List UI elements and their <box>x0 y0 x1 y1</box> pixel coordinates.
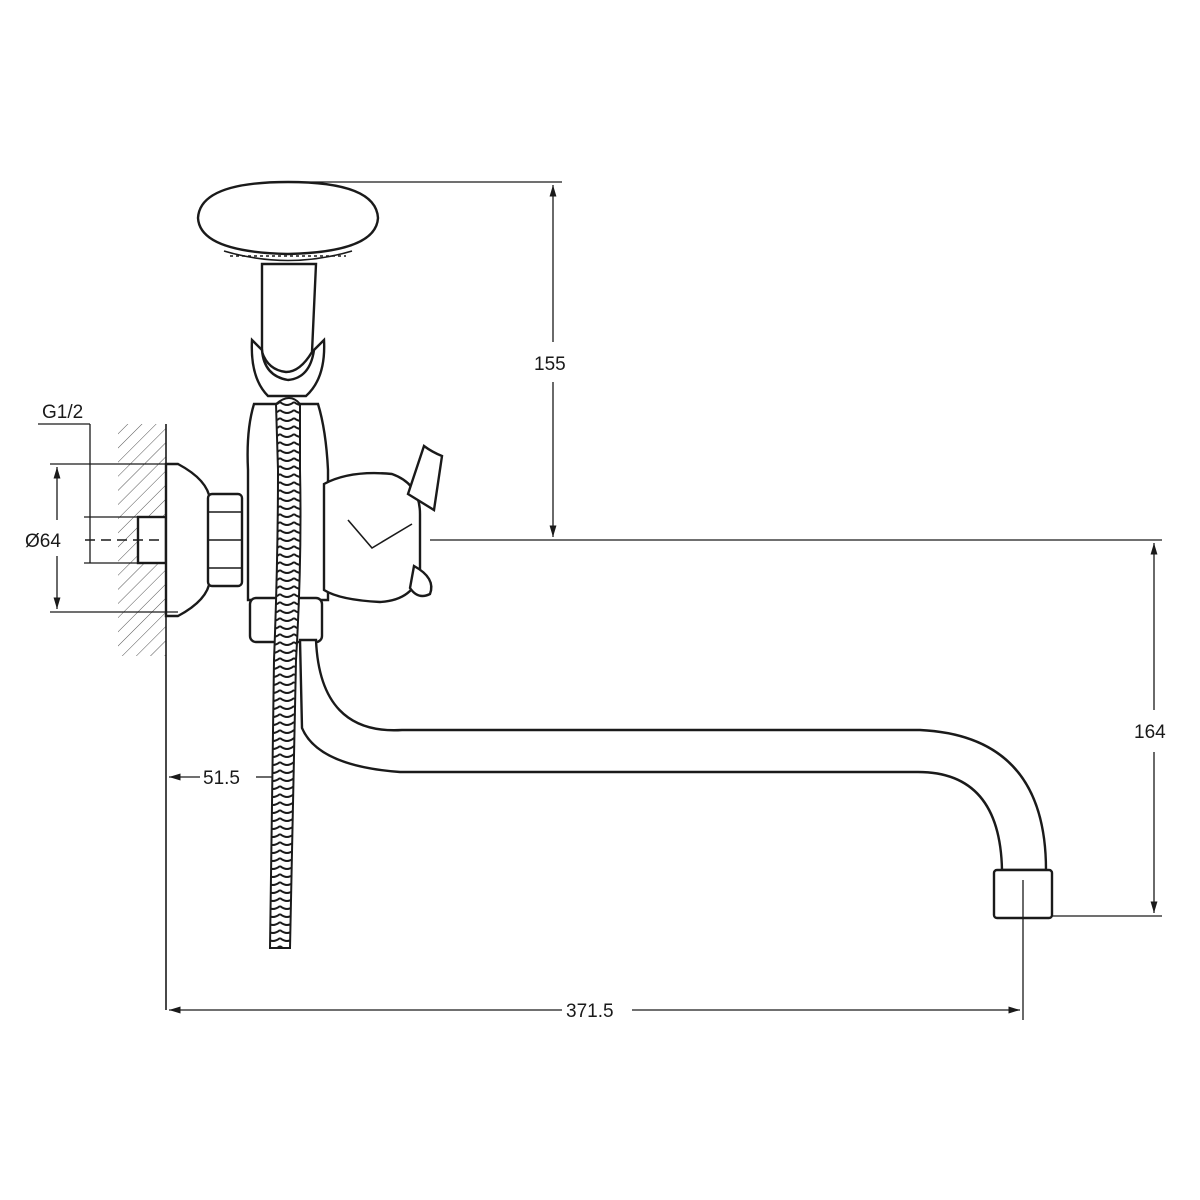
dimension-164: 164 <box>1052 543 1166 917</box>
dimension-label-155: 155 <box>534 354 566 375</box>
eccentric-nut <box>206 492 244 588</box>
wall-flange <box>164 462 212 618</box>
dimension-371-5: 371.5 <box>169 880 1024 1022</box>
dimension-label-164: 164 <box>1134 722 1166 743</box>
shower-hose <box>268 397 302 949</box>
dimension-label-51-5: 51.5 <box>203 768 240 789</box>
dimension-label-g12: G1/2 <box>42 402 83 423</box>
shower-handle <box>250 262 326 398</box>
g12-connection-stub <box>85 515 168 565</box>
dimension-155: 155 <box>290 181 1162 541</box>
shower-head <box>196 180 380 262</box>
dimension-51-5: 51.5 <box>169 768 272 789</box>
dimension-label-diameter-64: Ø64 <box>25 531 61 552</box>
valve-handle <box>322 444 444 604</box>
wall-section <box>118 424 167 1010</box>
dimension-g12: G1/2 <box>38 402 140 564</box>
spout <box>298 638 1054 920</box>
dimension-diameter-64: Ø64 <box>25 463 178 613</box>
dimension-label-371-5: 371.5 <box>566 1001 614 1022</box>
